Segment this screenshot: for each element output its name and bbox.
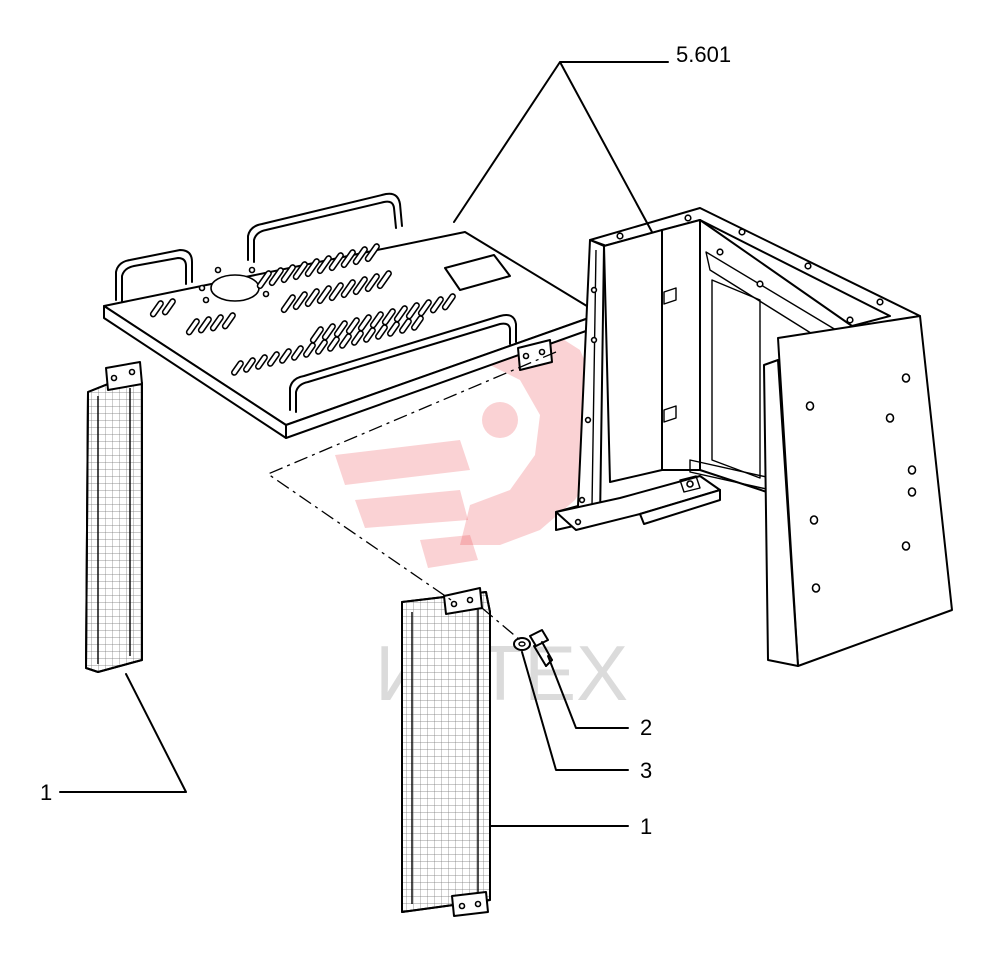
leader-item-2 [547,655,629,729]
leader-item-3 [521,651,629,771]
top-cover-plate [103,192,601,439]
mesh-panel-right [401,587,491,917]
mesh-panel-left [85,361,143,673]
alignment-line-plate [266,351,557,603]
washer [513,637,531,651]
vent-slots [149,243,456,376]
callout-item-1-left: 1 [40,780,52,805]
callout-item-1-right: 1 [640,814,652,839]
support-frame [555,207,953,667]
bolt [529,629,553,667]
leader-5601 [453,61,669,233]
callout-assembly-ref: 5.601 [676,42,731,67]
leader-item-1-left [59,673,187,793]
alignment-line-bolt [481,607,521,641]
callout-item-3: 3 [640,758,652,783]
callout-item-2: 2 [640,715,652,740]
